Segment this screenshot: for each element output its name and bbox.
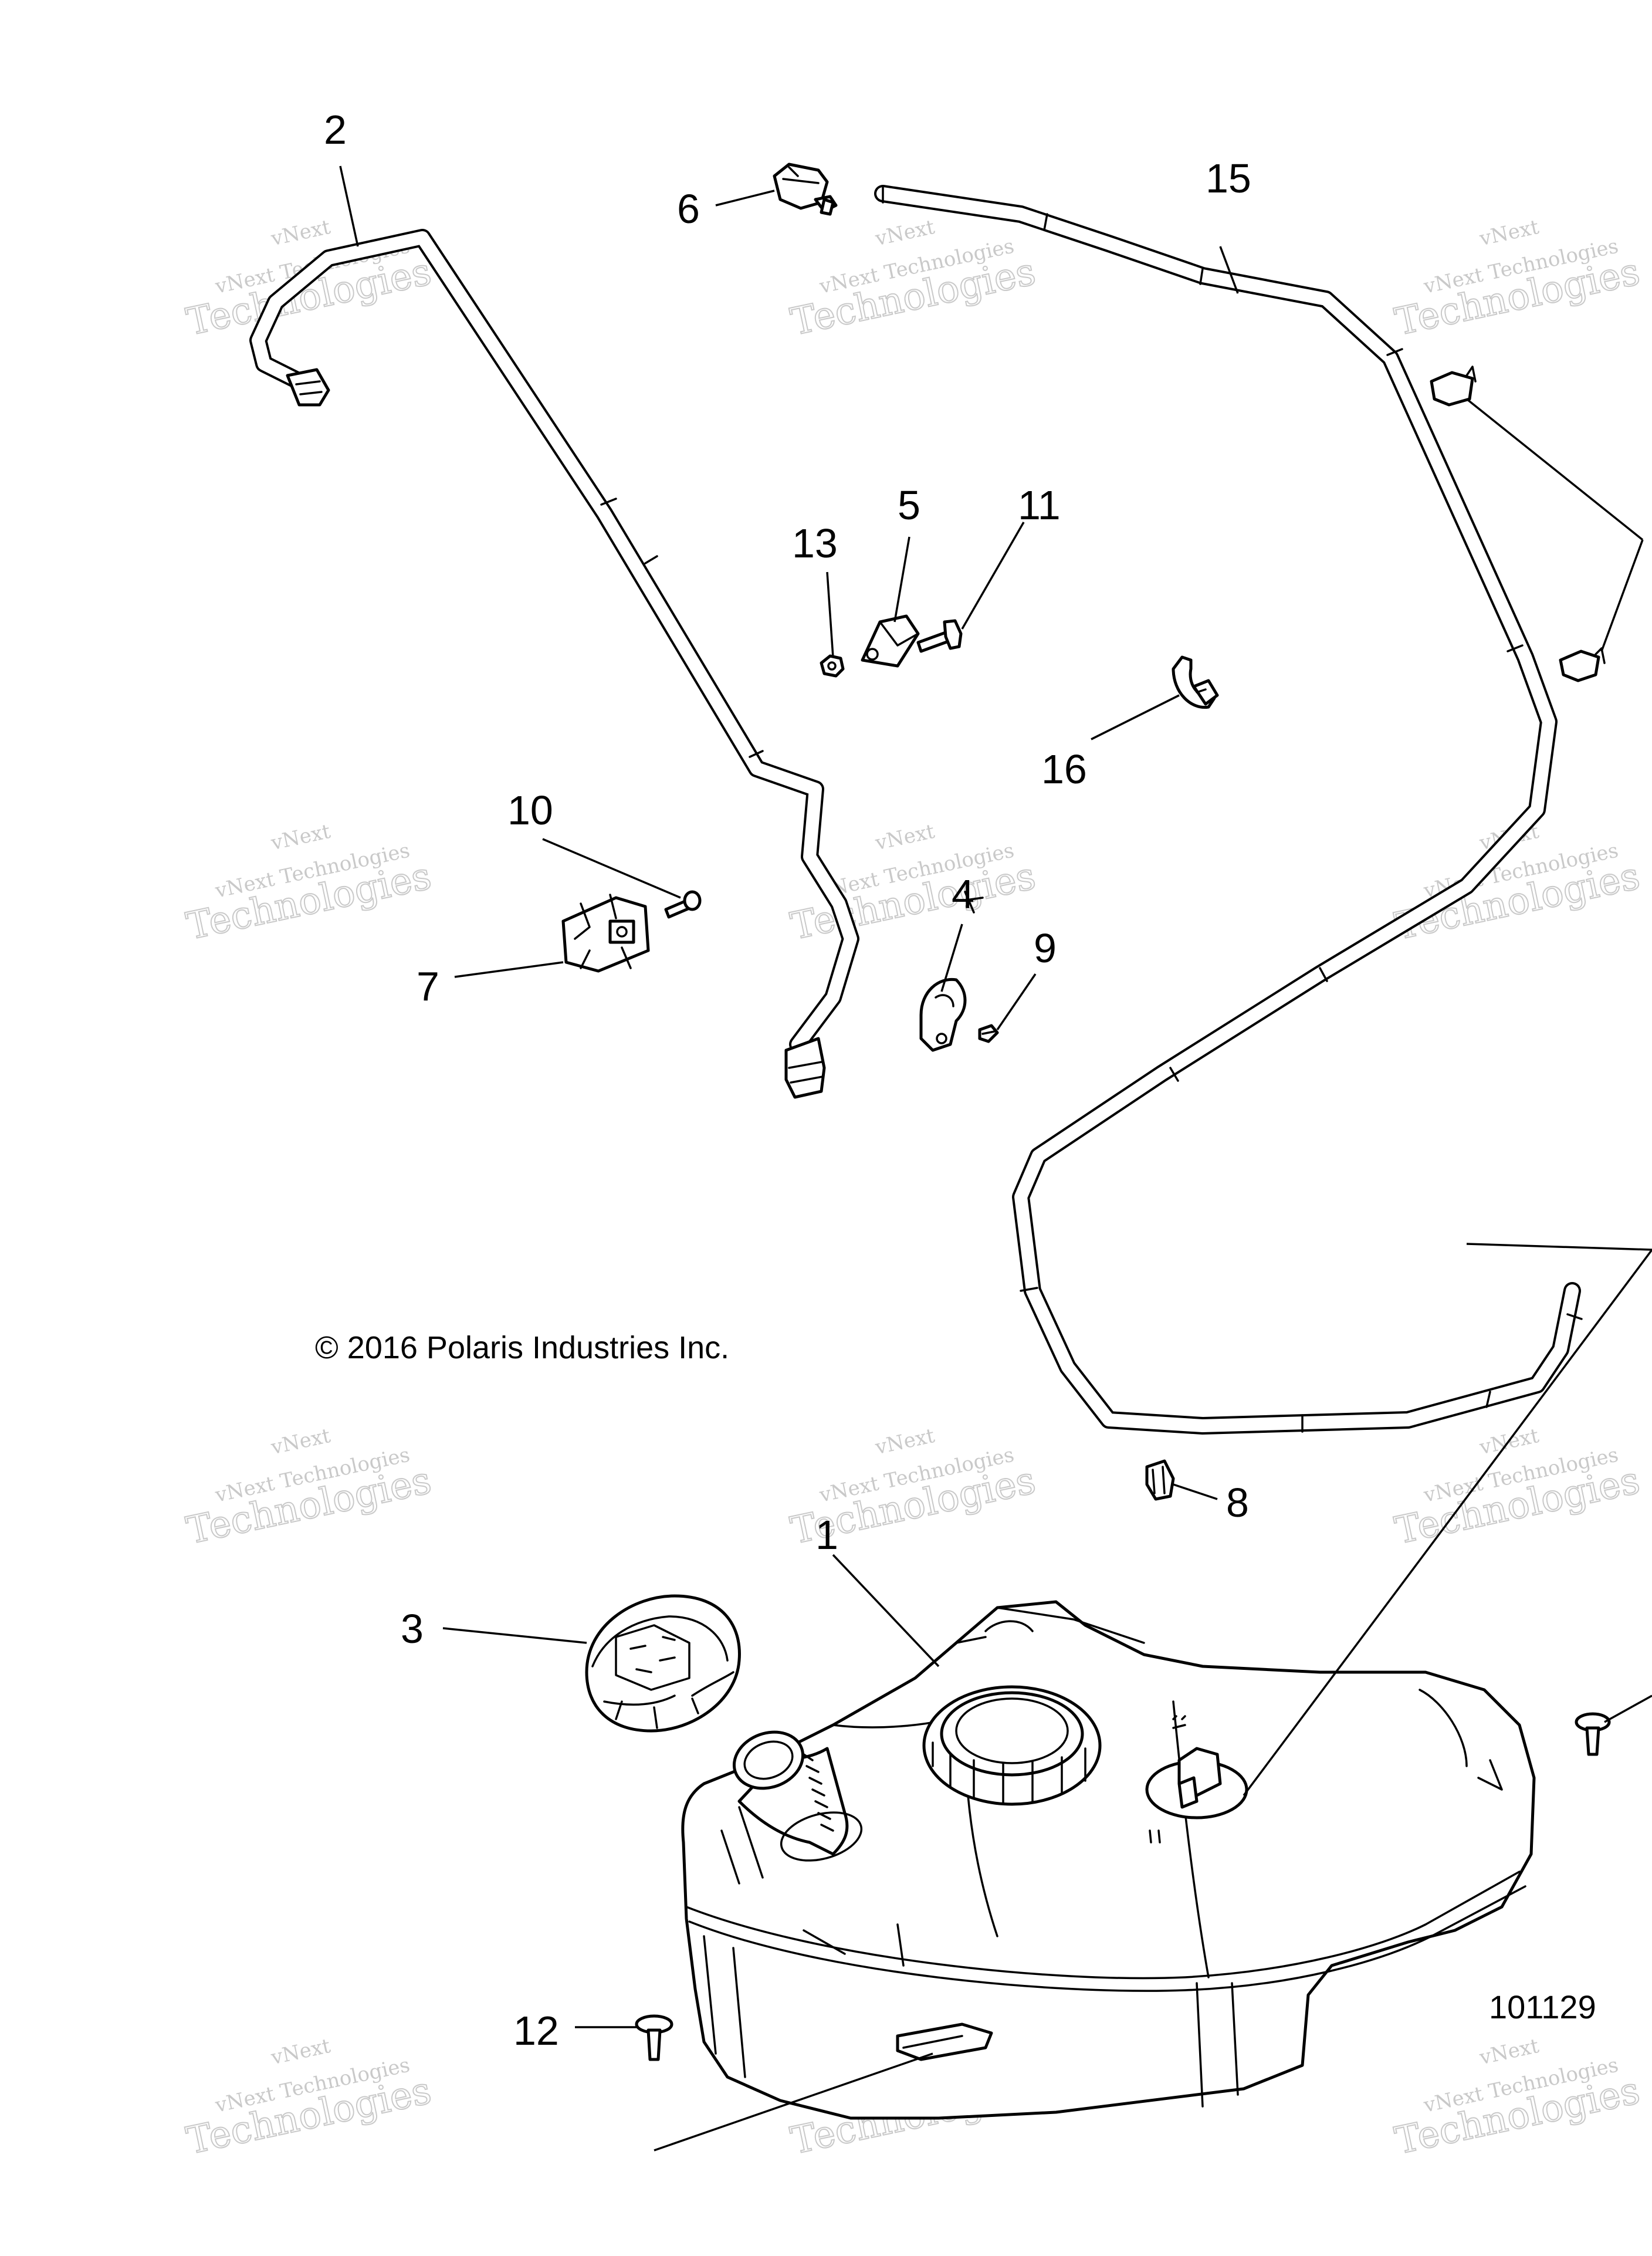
screw-part-10: [664, 890, 702, 919]
callout-9: 9: [1034, 925, 1057, 971]
callouts: 2 6 15 13 5 11 16 10 7 4 9 8 1 3 12: [324, 107, 1251, 2054]
watermark: vNext vNext Technologies Technologies: [182, 820, 436, 949]
callout-11: 11: [1018, 482, 1061, 528]
nut-part-13: [820, 654, 845, 678]
callout-5: 5: [898, 482, 920, 528]
svg-text:vNext: vNext: [269, 1424, 333, 1460]
bolt-part-11: [916, 619, 963, 653]
svg-text:vNext: vNext: [269, 820, 333, 855]
callout-10: 10: [507, 787, 553, 833]
svg-text:vNext: vNext: [1477, 2034, 1541, 2070]
watermark: vNext vNext Technologies Technologies: [1391, 2034, 1644, 2164]
callout-8: 8: [1226, 1480, 1249, 1526]
copyright-notice: © 2016 Polaris Industries Inc.: [315, 1330, 729, 1365]
svg-text:vNext: vNext: [873, 820, 937, 855]
clamp-part-7: [561, 894, 650, 973]
callout-1: 1: [815, 1512, 838, 1558]
callout-2: 2: [324, 107, 347, 153]
clip-part-16: [1172, 655, 1219, 709]
callout-15: 15: [1206, 155, 1251, 201]
fuel-line-part-2: [249, 229, 859, 1099]
callout-7: 7: [417, 963, 439, 1009]
callout-6: 6: [677, 186, 700, 232]
leader-lines: [339, 165, 1652, 2152]
watermark: vNext vNext Technologies Technologies: [182, 2034, 436, 2164]
figure-number: 101129: [1489, 1988, 1596, 2025]
callout-4: 4: [952, 871, 974, 917]
screw-part-9: [978, 1024, 999, 1043]
watermark: vNext vNext Technologies Technologies: [1391, 215, 1644, 345]
clip-part-8: [1145, 1459, 1175, 1501]
watermark: vNext vNext Technologies Technologies: [182, 1424, 436, 1554]
fuel-tank-part-1: [681, 1600, 1536, 2120]
callout-3: 3: [401, 1606, 424, 1652]
svg-text:vNext: vNext: [873, 215, 937, 251]
clamp-part-4: [919, 891, 984, 1052]
svg-text:vNext: vNext: [1477, 215, 1541, 251]
svg-text:vNext: vNext: [269, 215, 333, 251]
svg-text:vNext: vNext: [269, 2034, 333, 2070]
vent-line-part-15: [874, 185, 1583, 1435]
svg-text:vNext: vNext: [873, 1424, 937, 1460]
bracket-part-5: [861, 614, 920, 668]
callout-12: 12: [513, 2008, 559, 2054]
clip-part-14: [1430, 366, 1606, 682]
callout-16: 16: [1041, 746, 1087, 792]
filler-cap-part-3: [585, 1594, 741, 1733]
screw-part-12: [635, 2014, 673, 2061]
screw-right-edge: [1575, 1712, 1611, 1756]
callout-13: 13: [792, 520, 838, 566]
watermark: vNext vNext Technologies Technologies: [1391, 1424, 1644, 1554]
watermark: vNext vNext Technologies Technologies: [1391, 820, 1644, 949]
fitting-part-6: [773, 163, 838, 216]
